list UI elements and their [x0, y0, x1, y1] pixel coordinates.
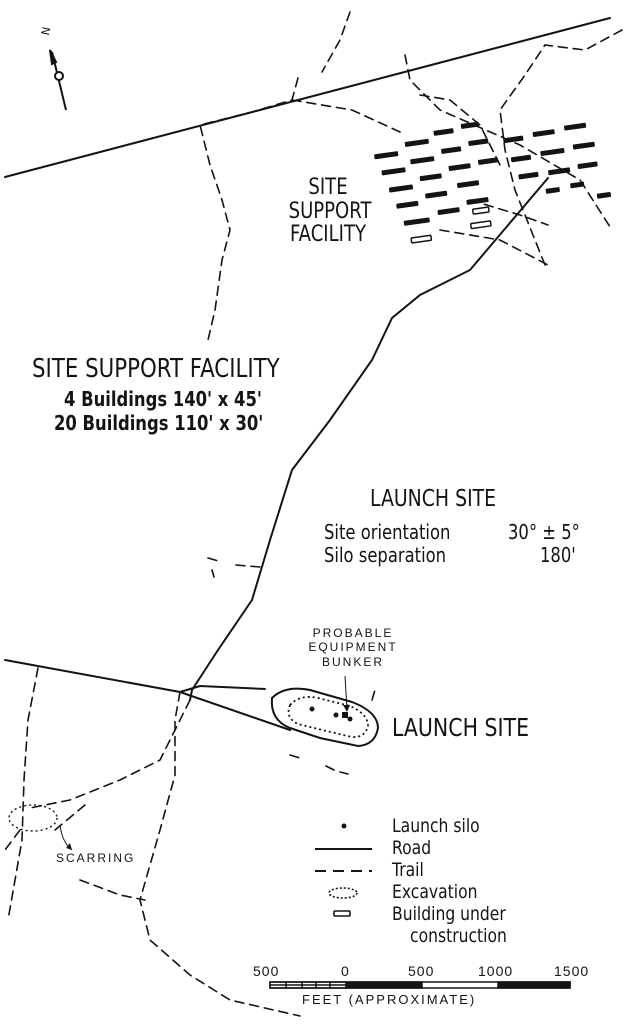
bunker-label-line-3: BUNKER: [321, 654, 384, 669]
trail-scar-3: [54, 804, 86, 831]
ssf-buildings: [374, 121, 612, 244]
legend-label-building-2: construction: [410, 925, 507, 947]
scale-tick-label-2: 0: [341, 963, 349, 979]
trails: [4, 11, 623, 1017]
legend-label-building: Building under: [392, 903, 506, 925]
north-arrow: [49, 49, 67, 111]
ssf-block-title: SITE SUPPORT FACILITY: [32, 354, 280, 384]
road-north: [4, 17, 611, 178]
trail-top: [321, 11, 351, 73]
trail-w-south: [7, 667, 39, 921]
trail-ssf-south: [439, 229, 549, 266]
launch-row-2-label: Silo separation: [324, 543, 447, 567]
trail-launch-4: [371, 689, 376, 701]
launch-excavation: [270, 675, 380, 748]
trail-launch-2: [325, 765, 337, 772]
scale-tick-label-5: 1500: [554, 963, 590, 979]
scarring-label: SCARRING: [56, 851, 136, 865]
ssf-block-line-1: 4 Buildings 140' x 45': [64, 387, 262, 411]
legend-label-road: Road: [392, 837, 432, 859]
site-support-map-label: SITE SUPPORT FACILITY: [288, 175, 372, 248]
site-support-label-line-2: SUPPORT: [288, 198, 372, 224]
scale-unit-label: FEET (APPROXIMATE): [302, 992, 477, 1007]
trail-short-3: [211, 569, 215, 578]
probable-bunker-label: PROBABLE EQUIPMENT BUNKER: [288, 626, 418, 669]
launch-site-map-label: LAUNCH SITE: [392, 713, 530, 742]
road-main: [189, 177, 549, 701]
ssf-block-line-2: 20 Buildings 110' x 30': [54, 411, 264, 435]
trail-ssf-east: [469, 199, 549, 226]
bunker-label-line-1: PROBABLE: [312, 626, 394, 640]
trail-ne-1: [404, 54, 613, 231]
trail-west-loop: [199, 77, 299, 341]
road-spur: [179, 684, 266, 693]
trail-short-1: [207, 557, 223, 563]
scarring-area: [8, 804, 73, 851]
legend-label-excavation: Excavation: [392, 881, 478, 903]
trail-west-hills: [29, 699, 191, 809]
launch-row-2-value: 180': [540, 543, 576, 567]
trail-ne-2: [499, 29, 623, 266]
legend: Launch silo Road Trail Excavation Buildi…: [392, 817, 612, 957]
site-support-label-line-1: SITE: [308, 175, 348, 200]
launch-row-1-label: Site orientation: [324, 520, 451, 544]
trail-sw-loop: [139, 691, 301, 1017]
legend-label-launch-silo: Launch silo: [392, 815, 480, 837]
trail-scar-2: [4, 829, 21, 851]
scale-tick-label-3: 500: [408, 963, 435, 979]
trail-launch-3: [339, 771, 349, 775]
scale-tick-label-1: 500: [253, 963, 280, 979]
legend-label-trail: Trail: [392, 859, 424, 881]
road-south: [4, 659, 291, 731]
bunker-label-line-2: EQUIPMENT: [308, 640, 398, 655]
launch-row-1-value: 30° ± 5°: [508, 520, 580, 544]
launch-block-title: LAUNCH SITE: [370, 486, 497, 512]
scale-tick-label-4: 1000: [478, 963, 514, 979]
trail-short-2: [235, 564, 261, 568]
trail-launch-1: [289, 754, 301, 759]
legend-symbols: [315, 823, 372, 917]
scale-bar: [269, 981, 571, 989]
trail-scar-1: [79, 879, 146, 901]
site-support-label-line-3: FACILITY: [289, 222, 367, 248]
trail-ssf-west: [291, 99, 401, 133]
trail-ne-3: [419, 94, 501, 166]
